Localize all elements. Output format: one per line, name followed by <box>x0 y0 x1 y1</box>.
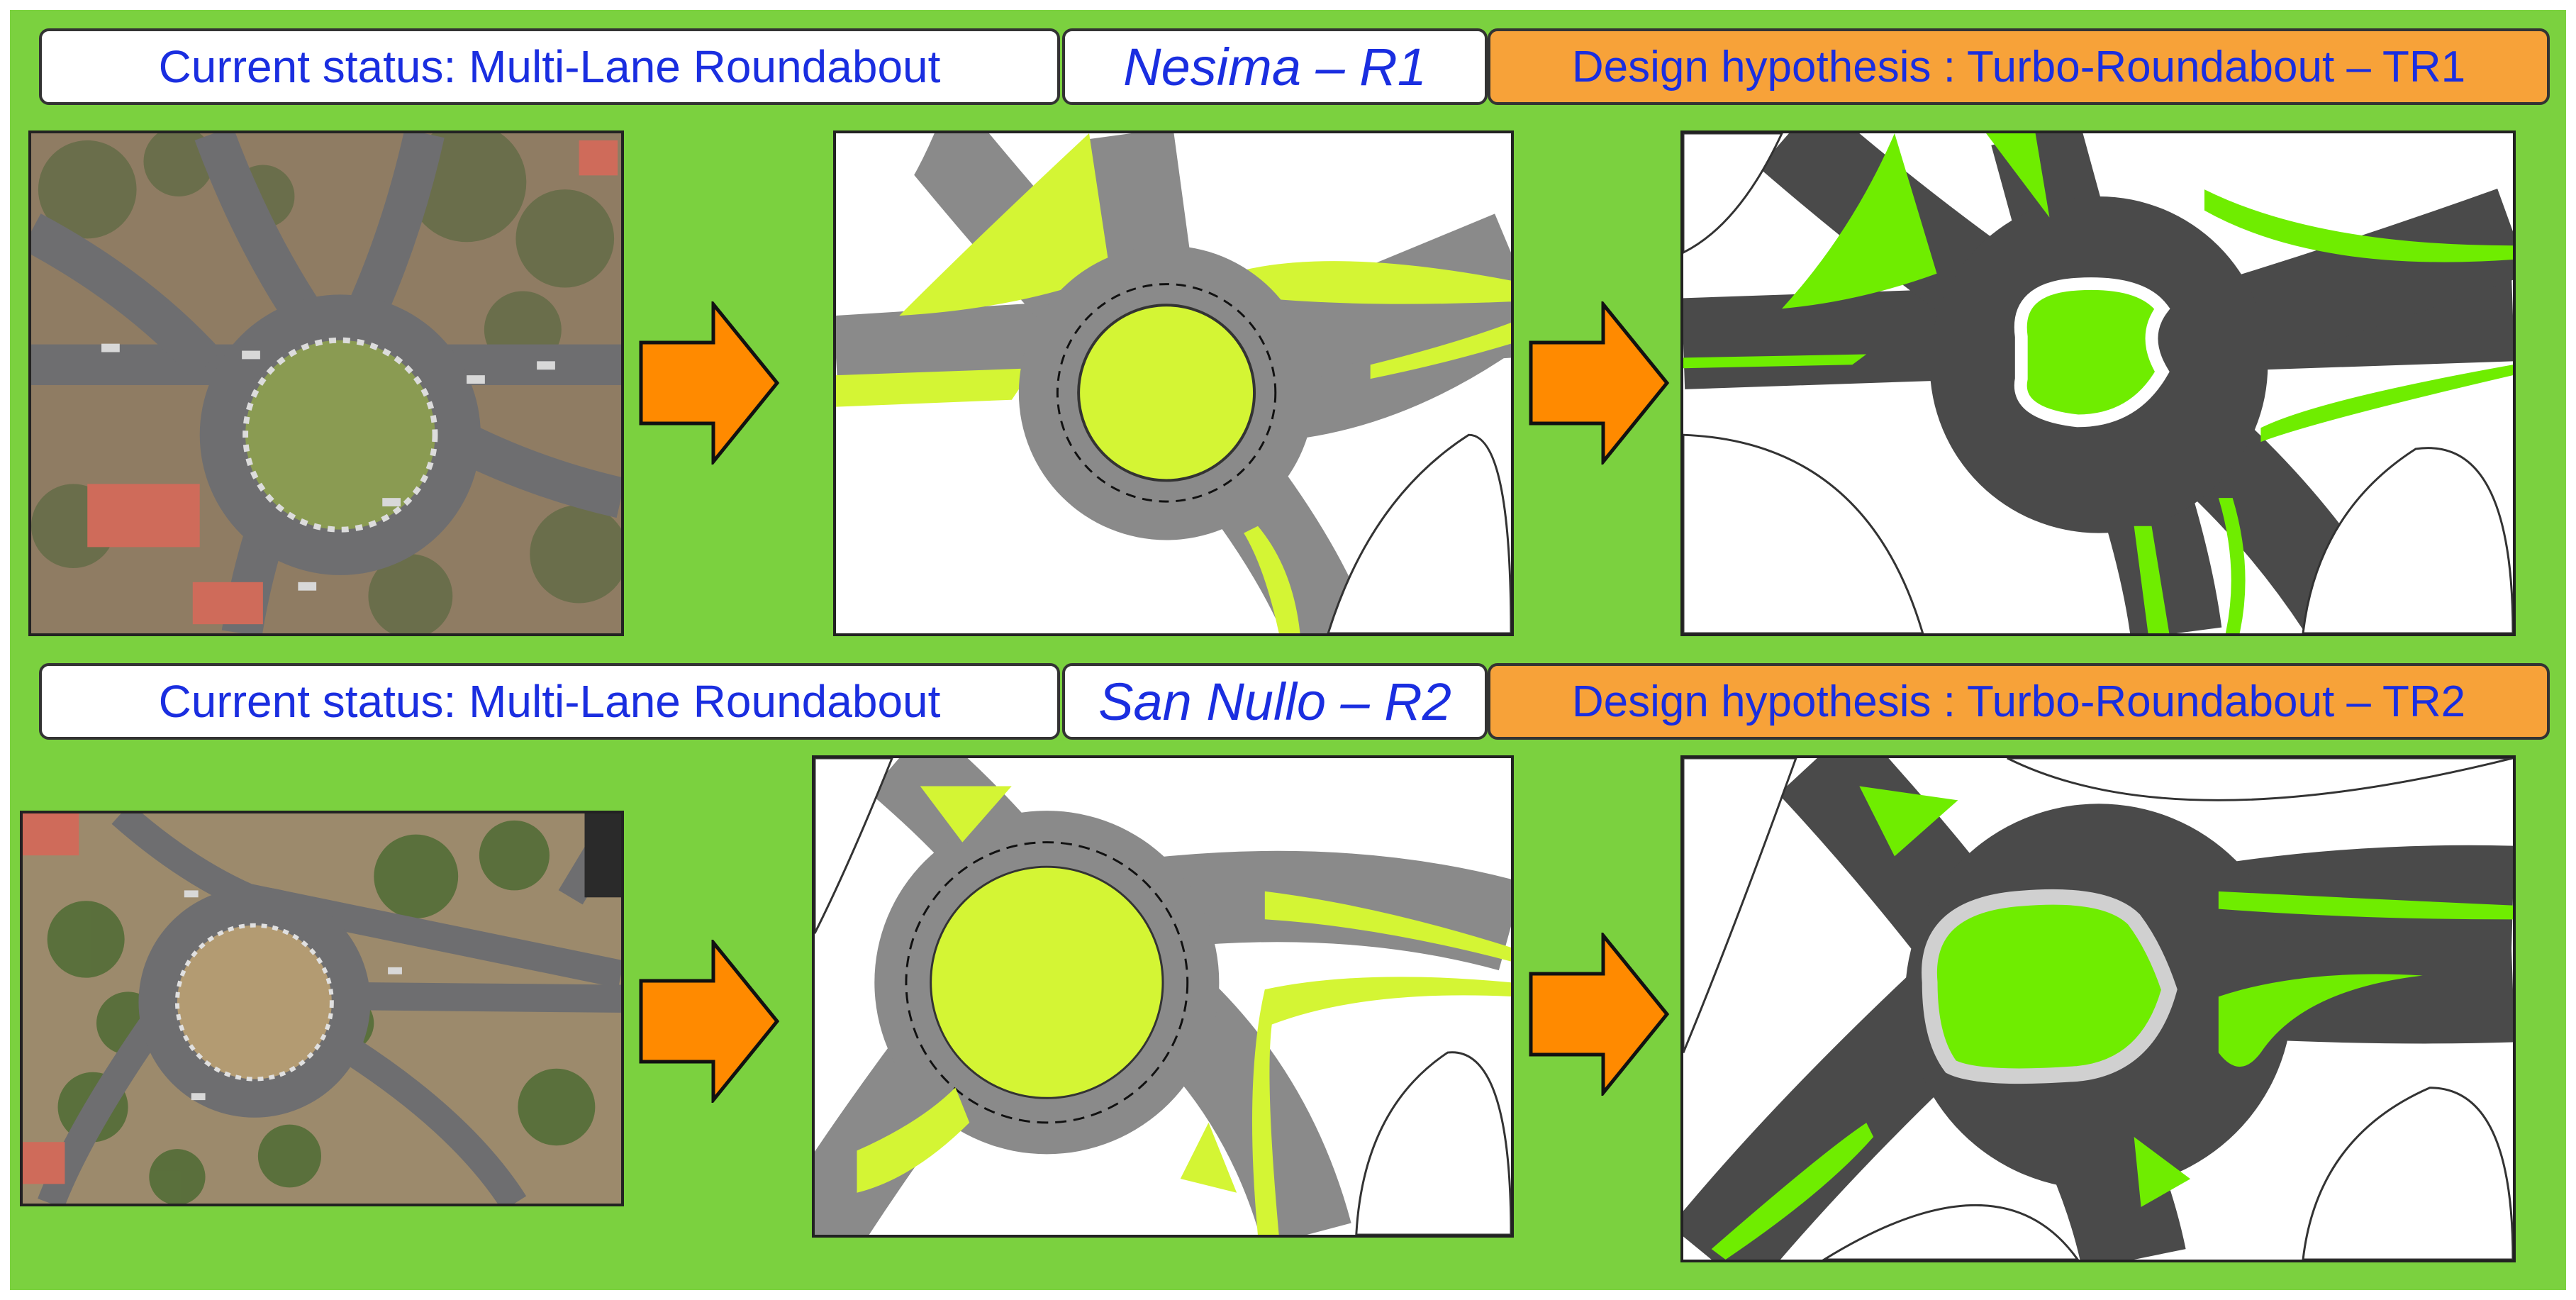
design-hypothesis-label-r1: Design hypothesis : Turbo-Roundabout – T… <box>1488 28 2550 105</box>
site-name-text-r1: Nesima – R1 <box>1123 37 1427 96</box>
site-name-label-r2: San Nullo – R2 <box>1062 663 1488 740</box>
current-layout-drawing-r2 <box>812 755 1514 1238</box>
aerial-photo-r1 <box>28 130 624 636</box>
arrow-right-icon <box>638 940 780 1103</box>
current-status-text-r2: Current status: Multi-Lane Roundabout <box>158 676 941 727</box>
site-name-text-r2: San Nullo – R2 <box>1098 672 1451 731</box>
arrow-right-icon <box>1528 301 1670 465</box>
arrow-right-icon <box>1528 933 1670 1096</box>
arrow-right-icon <box>638 301 780 465</box>
current-status-label-r2: Current status: Multi-Lane Roundabout <box>39 663 1060 740</box>
current-status-label-r1: Current status: Multi-Lane Roundabout <box>39 28 1060 105</box>
turbo-design-drawing-tr2 <box>1680 755 2516 1262</box>
site-name-label-r1: Nesima – R1 <box>1062 28 1488 105</box>
turbo-design-drawing-tr1 <box>1680 130 2516 636</box>
design-hypothesis-text-r1: Design hypothesis : Turbo-Roundabout – T… <box>1571 42 2466 91</box>
aerial-photo-r2 <box>20 811 624 1206</box>
current-status-text-r1: Current status: Multi-Lane Roundabout <box>158 41 941 92</box>
current-layout-drawing-r1 <box>833 130 1514 636</box>
design-hypothesis-label-r2: Design hypothesis : Turbo-Roundabout – T… <box>1488 663 2550 740</box>
design-hypothesis-text-r2: Design hypothesis : Turbo-Roundabout – T… <box>1571 677 2466 726</box>
